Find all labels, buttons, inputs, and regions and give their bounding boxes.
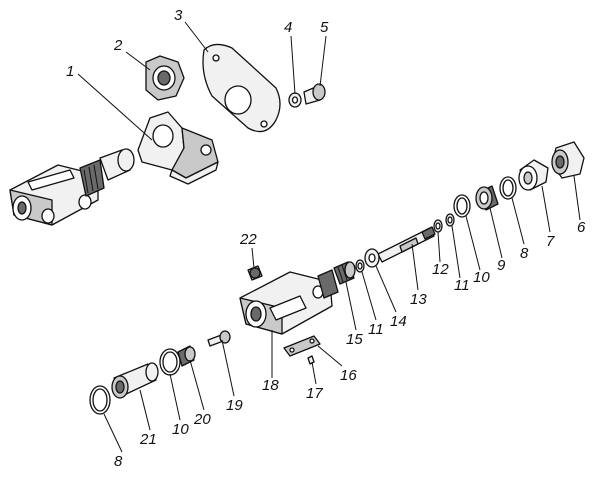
part-16-gasket-plate: [283, 335, 321, 357]
callout-15: 15: [346, 331, 363, 348]
callout-16: 16: [340, 367, 357, 384]
callout-19: 19: [226, 397, 243, 414]
part-17-pin: [307, 355, 315, 365]
part-8-ring-upper: [499, 176, 517, 200]
part-6-cap: [551, 141, 585, 179]
part-10-ring-upper: [453, 194, 471, 218]
leader-lines: [77, 21, 581, 453]
callout-5: 5: [320, 19, 329, 36]
assembled-valve-unit: [9, 148, 135, 226]
part-15-spring-nut: [333, 261, 356, 285]
callout-21: 21: [139, 431, 157, 448]
part-22-plug: [247, 265, 263, 281]
callout-12: 12: [432, 261, 449, 278]
part-3-plate: [202, 43, 281, 133]
part-1-bracket: [137, 111, 219, 185]
part-14-washer: [364, 248, 380, 268]
part-7-cup: [518, 159, 549, 191]
part-9-seal: [475, 185, 499, 211]
callout-2: 2: [113, 37, 123, 54]
callout-labels: 1 2 3 4 5 6 7 8 9 10 11 12 13 14 11 15 1…: [66, 7, 586, 470]
callout-22: 22: [239, 231, 257, 248]
part-4-washer: [288, 92, 302, 108]
callout-8-lower: 8: [114, 453, 123, 470]
callout-20: 20: [193, 411, 211, 428]
callout-10-lower: 10: [172, 421, 189, 438]
part-2-hex-nut: [145, 55, 185, 101]
part-11-ring-lower: [355, 259, 365, 273]
part-13-spindle: [377, 226, 436, 263]
callout-11-upper: 11: [454, 277, 470, 294]
part-21-piston: [111, 362, 159, 399]
callout-1: 1: [66, 63, 74, 80]
part-10-ring-lower: [159, 348, 181, 376]
callout-14: 14: [390, 313, 407, 330]
callout-3: 3: [174, 7, 183, 24]
callout-6: 6: [577, 219, 586, 236]
callout-18: 18: [262, 377, 279, 394]
part-18-valve-body: [239, 269, 339, 335]
callout-8-upper: 8: [520, 245, 529, 262]
part-5-screw: [303, 83, 326, 105]
callout-13: 13: [410, 291, 427, 308]
callout-9: 9: [497, 257, 506, 274]
callout-7: 7: [546, 233, 555, 250]
part-8-ring-lower: [89, 385, 111, 415]
part-12-ring: [433, 219, 443, 233]
callout-11-lower: 11: [368, 321, 384, 338]
part-11-ring-upper: [445, 213, 455, 227]
callout-17: 17: [306, 385, 323, 402]
callout-10-upper: 10: [473, 269, 490, 286]
part-19-bolt: [207, 330, 231, 347]
callout-4: 4: [284, 19, 292, 36]
